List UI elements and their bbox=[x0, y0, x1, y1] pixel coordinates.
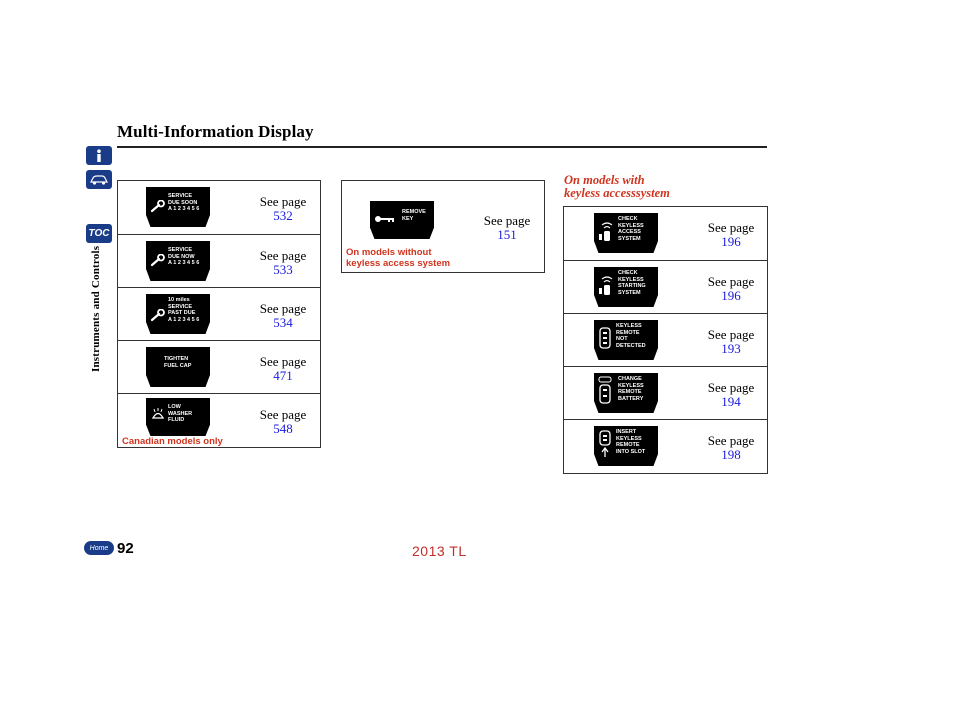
toc-button[interactable]: TOC bbox=[86, 224, 112, 243]
page-link: 533 bbox=[273, 262, 293, 277]
page-link: 196 bbox=[721, 234, 741, 249]
home-button[interactable]: Home bbox=[84, 541, 114, 555]
page-link: 151 bbox=[497, 227, 517, 242]
page-title: Multi-Information Display bbox=[117, 122, 314, 141]
display-message: LOW WASHER FLUID bbox=[146, 398, 210, 436]
toc-label: TOC bbox=[88, 228, 110, 239]
display-message: INSERT KEYLESS REMOTE INTO SLOT bbox=[594, 426, 658, 466]
keyless-signal-icon bbox=[599, 276, 613, 295]
key-fob-insert-icon bbox=[599, 430, 611, 457]
display-message: 10 miles SERVICE PAST DUE A 1 2 3 4 5 6 bbox=[146, 294, 210, 334]
display-message: CHECK KEYLESS STARTING SYSTEM bbox=[594, 267, 658, 307]
display-message: SERVICE DUE SOON A 1 2 3 4 5 6 bbox=[146, 187, 210, 227]
display-message: SERVICE DUE NOW A 1 2 3 4 5 6 bbox=[146, 241, 210, 281]
wrench-icon bbox=[150, 200, 165, 213]
page-link: 534 bbox=[273, 315, 293, 330]
page-link: 193 bbox=[721, 341, 741, 356]
wrench-icon bbox=[150, 254, 165, 267]
key-fob-battery-icon bbox=[598, 376, 612, 404]
display-message: KEYLESS REMOTE NOT DETECTED bbox=[594, 320, 658, 360]
page-link: 194 bbox=[721, 394, 741, 409]
display-message: CHANGE KEYLESS REMOTE BATTERY bbox=[594, 373, 658, 413]
wrench-icon bbox=[150, 309, 165, 322]
table-row: INSERT KEYLESS REMOTE INTO SLOT See page… bbox=[564, 419, 767, 474]
info-icon[interactable] bbox=[86, 146, 112, 165]
home-label: Home bbox=[89, 544, 109, 552]
page-link: 198 bbox=[721, 447, 741, 462]
page-number: 92 bbox=[117, 540, 134, 557]
keyless-heading: On models with keyless accesssystem bbox=[564, 173, 670, 200]
title-rule bbox=[117, 146, 767, 148]
display-message: TIGHTEN FUEL CAP bbox=[146, 347, 210, 387]
section-label: Instruments and Controls bbox=[90, 245, 102, 372]
without-keyless-note: On models without keyless access system bbox=[346, 247, 451, 269]
washer-fluid-icon bbox=[151, 408, 165, 419]
table-row: 10 miles SERVICE PAST DUE A 1 2 3 4 5 6 … bbox=[118, 287, 320, 341]
model-footer: 2013 TL bbox=[412, 543, 467, 559]
page-link: 196 bbox=[721, 288, 741, 303]
keyless-signal-icon bbox=[599, 222, 613, 241]
key-fob-icon bbox=[599, 327, 611, 349]
canadian-note: Canadian models only bbox=[122, 436, 223, 447]
car-icon[interactable] bbox=[86, 170, 112, 189]
page-link: 532 bbox=[273, 208, 293, 223]
display-message: CHECK KEYLESS ACCESS SYSTEM bbox=[594, 213, 658, 253]
page-link: 548 bbox=[273, 421, 293, 436]
display-message: REMOVE KEY bbox=[370, 201, 434, 239]
page-link: 471 bbox=[273, 368, 293, 383]
key-icon bbox=[375, 216, 394, 222]
